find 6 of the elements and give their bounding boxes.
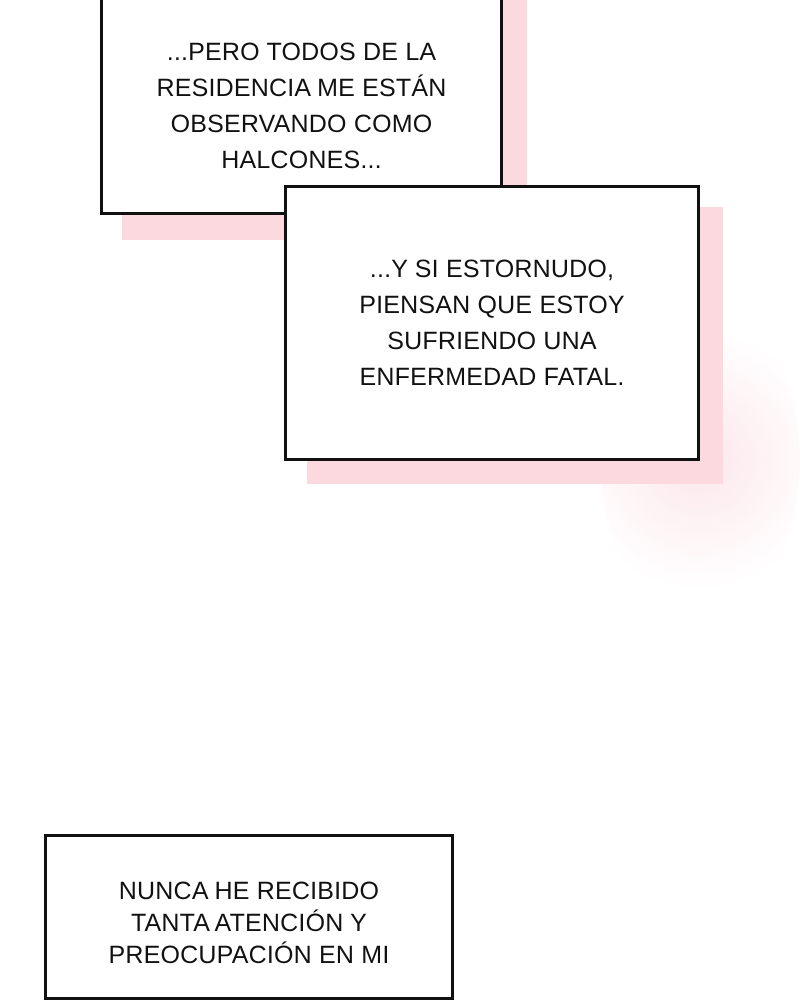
caption-box [100, 0, 503, 215]
caption-text: ...PERO TODOS DE LA RESIDENCIA ME ESTÁN OBSERVANDO COMO HALCONES... [156, 37, 448, 176]
caption-text: ...Y SI ESTORNUDO, PIENSAN QUE ESTOY SUFRIENDO UNA ENFERMEDAD FATAL. [358, 254, 626, 393]
caption-box [284, 185, 700, 461]
caption-box [44, 834, 454, 1000]
caption-text: NUNCA HE RECIBIDO TANTA ATENCIÓN Y PREOCUPACIÓN EN MI [108, 876, 390, 971]
